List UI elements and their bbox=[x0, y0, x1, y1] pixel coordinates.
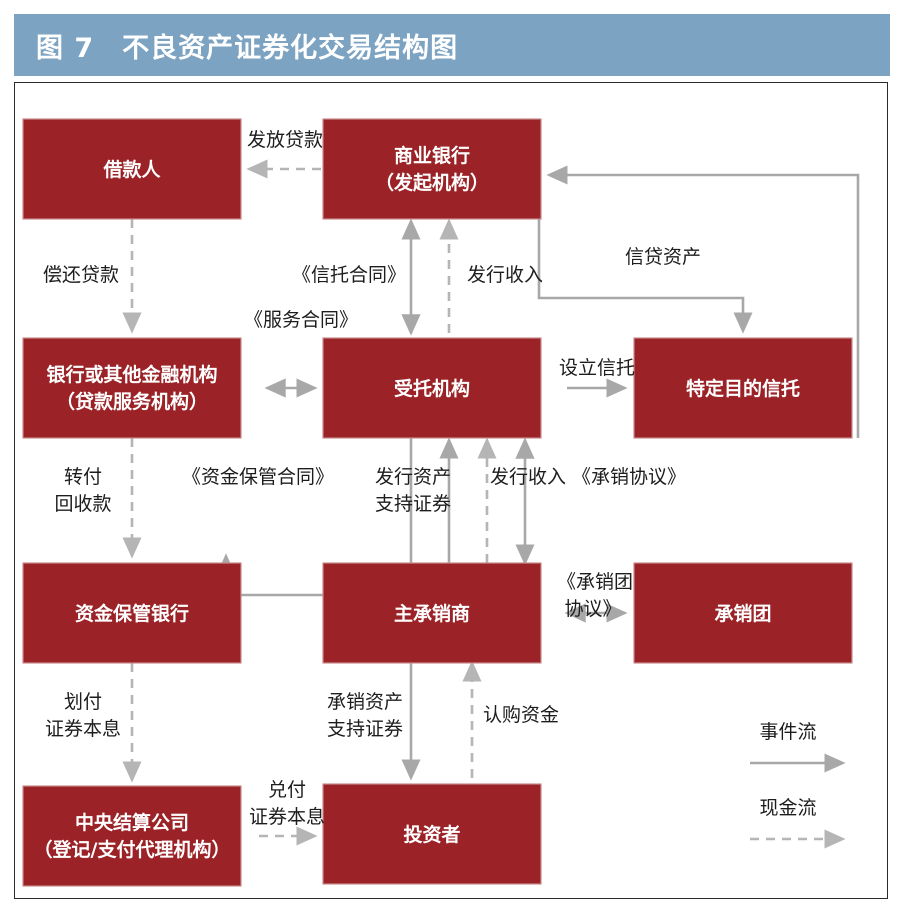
node-lead-underwriter-label: 主承销商 bbox=[394, 602, 470, 625]
node-underwriting-syndicate[interactable]: 承销团 bbox=[633, 562, 853, 664]
edge-label-pay-line2: 证券本息 bbox=[45, 718, 121, 740]
edge-label-subscription-funds: 认购资金 bbox=[483, 704, 559, 726]
node-trustee-label: 受托机构 bbox=[394, 377, 470, 400]
node-underwriting-syndicate-label: 承销团 bbox=[714, 602, 771, 625]
node-commercial-bank-label-line1: 商业银行 bbox=[394, 144, 470, 167]
node-special-purpose-trust[interactable]: 特定目的信托 bbox=[633, 337, 853, 439]
edge-label-syndicate-agreement-line2: 协议》 bbox=[564, 598, 621, 620]
edge-label-establish-trust: 设立信托 bbox=[559, 357, 635, 379]
edge-label-redeem-line2: 证券本息 bbox=[249, 806, 325, 828]
node-investor[interactable]: 投资者 bbox=[322, 783, 542, 885]
legend-cash-flow-label: 现金流 bbox=[759, 797, 816, 819]
edge-credit-assets bbox=[537, 219, 753, 334]
edge-label-fund-custody-contract: 《资金保管合同》 bbox=[182, 466, 334, 488]
node-central-clearing-label-line2: （登记/支付代理机构） bbox=[34, 838, 231, 861]
node-borrower-label: 借款人 bbox=[102, 158, 161, 181]
node-loan-servicer-label-line1: 银行或其他金融机构 bbox=[46, 363, 217, 386]
node-special-purpose-trust-label: 特定目的信托 bbox=[686, 377, 800, 400]
node-loan-servicer-label-line2: （贷款服务机构） bbox=[56, 390, 208, 413]
node-central-clearing-label-line1: 中央结算公司 bbox=[75, 811, 189, 834]
edge-label-credit-assets: 信贷资产 bbox=[625, 246, 701, 268]
edge-label-syndicate-agreement-line1: 《承销团 bbox=[557, 571, 633, 593]
node-investor-label: 投资者 bbox=[403, 823, 460, 846]
edge-label-distribute-abs-line2: 支持证券 bbox=[327, 718, 403, 740]
edge-label-loan-repayment: 偿还贷款 bbox=[43, 264, 119, 286]
node-lead-underwriter[interactable]: 主承销商 bbox=[322, 562, 542, 664]
edge-label-underwriting-agreement: 《承销协议》 bbox=[572, 466, 686, 488]
node-loan-servicer[interactable]: 银行或其他金融机构 （贷款服务机构） bbox=[22, 337, 242, 439]
edge-label-distribute-abs-line1: 承销资产 bbox=[327, 691, 403, 713]
legend-event-flow-label: 事件流 bbox=[759, 721, 816, 743]
legend-cash-flow: 现金流 bbox=[750, 797, 846, 849]
node-commercial-bank-label-line2: （发起机构） bbox=[375, 171, 489, 194]
node-borrower[interactable]: 借款人 bbox=[22, 118, 242, 220]
figure-header-bar: 图 7 不良资产证券化交易结构图 bbox=[14, 14, 890, 76]
edge-spt-to-bank bbox=[546, 165, 860, 438]
node-central-clearing[interactable]: 中央结算公司 （登记/支付代理机构） bbox=[22, 785, 242, 887]
edge-label-pay-line1: 划付 bbox=[64, 691, 102, 713]
edge-label-issuance-proceeds-to-bank: 发行收入 bbox=[467, 264, 543, 286]
node-trustee[interactable]: 受托机构 bbox=[322, 337, 542, 439]
edge-label-loan-disbursement: 发放贷款 bbox=[247, 129, 323, 151]
edge-label-redeem-line1: 兑付 bbox=[268, 779, 306, 801]
edge-label-service-contract: 《服务合同》 bbox=[244, 309, 358, 331]
figure-title: 图 7 不良资产证券化交易结构图 bbox=[36, 32, 459, 64]
edge-label-issue-abs-line1: 发行资产 bbox=[375, 466, 451, 488]
node-fund-custodian-bank-label: 资金保管银行 bbox=[75, 602, 189, 625]
edge-label-trust-contract: 《信托合同》 bbox=[292, 264, 406, 286]
diagram-frame: 借款人 商业银行 （发起机构） 银行或其他金融机构 （贷款服务机构） 受托机构 … bbox=[14, 82, 888, 899]
edge-label-transfer: 转付 bbox=[64, 466, 102, 488]
legend-event-flow: 事件流 bbox=[750, 721, 846, 773]
edge-label-issuance-proceeds-to-trustee: 发行收入 bbox=[490, 466, 566, 488]
node-fund-custodian-bank[interactable]: 资金保管银行 bbox=[22, 562, 242, 664]
edge-label-issue-abs-line2: 支持证券 bbox=[375, 493, 451, 515]
flow-diagram-svg: 借款人 商业银行 （发起机构） 银行或其他金融机构 （贷款服务机构） 受托机构 … bbox=[22, 118, 860, 887]
node-commercial-bank[interactable]: 商业银行 （发起机构） bbox=[322, 118, 542, 220]
edge-label-recoveries: 回收款 bbox=[54, 493, 111, 515]
